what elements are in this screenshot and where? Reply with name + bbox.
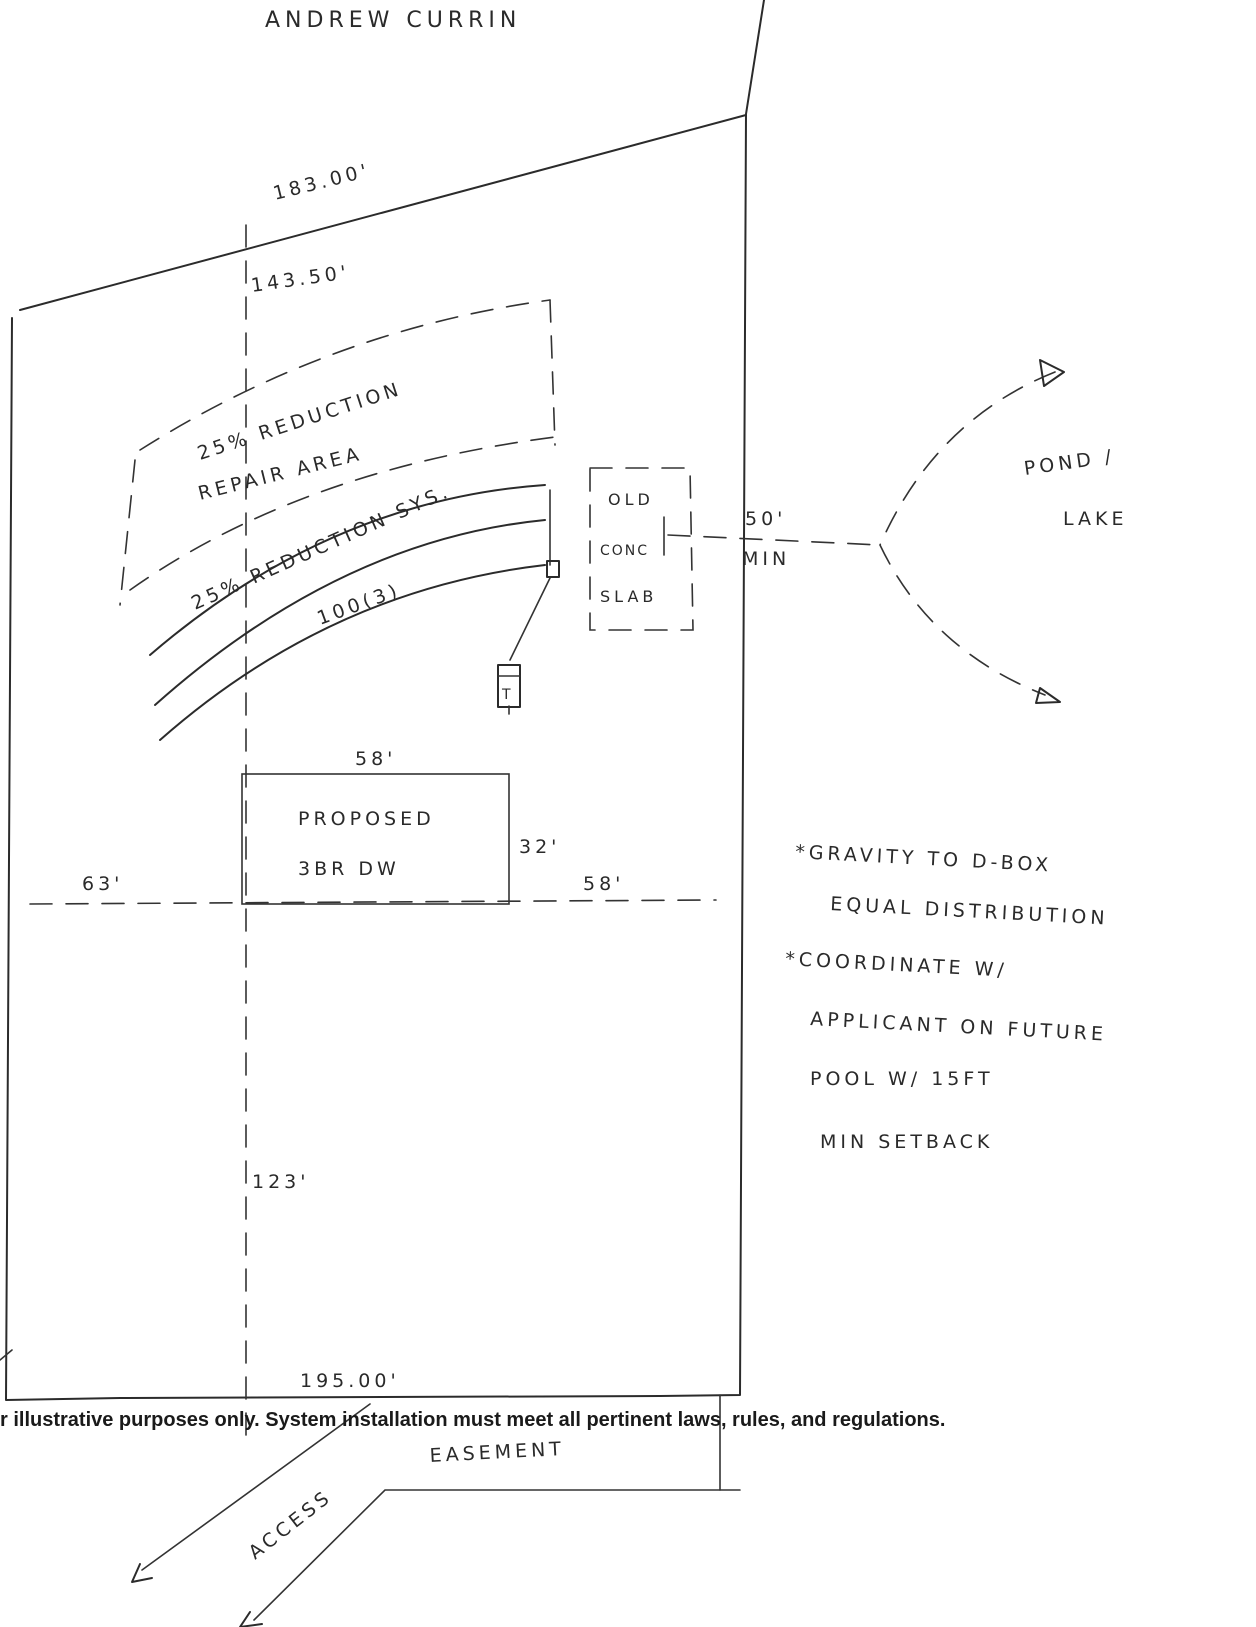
note-line-1: *GRAVITY TO D-BOX — [795, 841, 1053, 876]
pond-setback-dimension: 50' — [745, 508, 786, 530]
house-label-2: 3BR DW — [298, 858, 400, 880]
house-width-dimension: 58' — [355, 748, 396, 770]
easement-label: EASEMENT — [429, 1438, 565, 1467]
tank-label: T — [501, 687, 511, 703]
left-upper-depth-dimension: 143.50' — [250, 261, 352, 297]
pond-label-2: LAKE — [1063, 508, 1127, 530]
bottom-boundary-dimension: 195.00' — [300, 1370, 400, 1392]
slab-label-1: OLD — [608, 490, 654, 509]
top-boundary-dimension: 183.00' — [271, 159, 373, 204]
access-easement — [131, 1394, 741, 1627]
repair-area-label-1: 25% REDUCTION — [195, 378, 405, 465]
right-setback-dimension: 58' — [583, 873, 624, 895]
proposed-dwelling — [241, 773, 510, 905]
d-box — [509, 560, 560, 661]
horizontal-reference-line — [29, 899, 717, 905]
left-lower-depth-dimension: 123' — [252, 1171, 310, 1193]
disclaimer-text: r illustrative purposes only. System ins… — [0, 1409, 946, 1431]
old-concrete-slab — [589, 467, 694, 631]
septic-tank — [497, 664, 521, 715]
slab-label-3: SLAB — [600, 587, 657, 606]
note-line-3: *COORDINATE W/ — [785, 948, 1009, 982]
pond-lake-outline — [879, 359, 1065, 704]
pond-label-1: POND / — [1023, 445, 1117, 480]
repair-area-boundary — [119, 299, 556, 606]
pond-setback-min: MIN — [742, 548, 790, 570]
note-line-2: EQUAL DISTRIBUTION — [830, 893, 1109, 930]
owner-label: ANDREW CURRIN — [265, 8, 521, 33]
note-line-5: POOL W/ 15FT — [810, 1068, 994, 1090]
note-line-6: MIN SETBACK — [820, 1131, 993, 1153]
note-line-4: APPLICANT ON FUTURE — [810, 1008, 1108, 1046]
left-setback-dimension: 63' — [82, 873, 123, 895]
property-boundary — [0, 0, 765, 1401]
system-label-2: 100(3) — [314, 579, 403, 629]
pond-setback-line — [667, 534, 881, 546]
house-depth-dimension: 32' — [519, 836, 560, 858]
septic-system-trenches — [149, 484, 551, 741]
house-label-1: PROPOSED — [298, 808, 435, 830]
slab-label-2: CONC — [600, 543, 649, 559]
design-notes: *GRAVITY TO D-BOX EQUAL DISTRIBUTION *CO… — [785, 841, 1109, 1153]
